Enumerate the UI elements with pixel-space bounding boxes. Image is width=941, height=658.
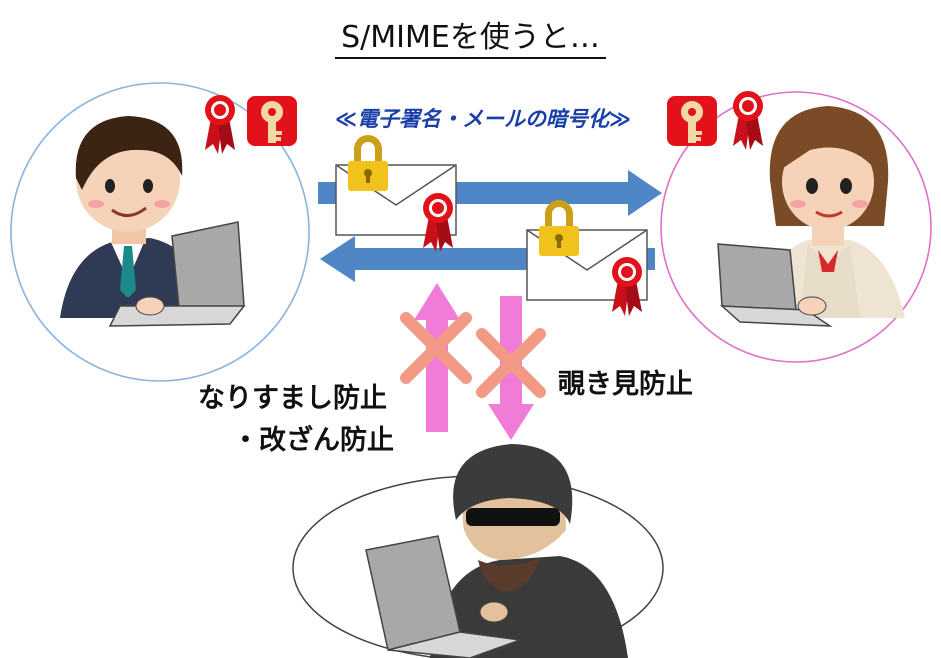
encrypted-mail-envelope-top: [335, 134, 457, 252]
title-text: S/MIMEを使うと…: [335, 20, 606, 59]
snooping-prevention-label: 覗き見防止: [558, 369, 693, 400]
certificate-ribbon-icon: [733, 91, 763, 150]
spoofing-prevention-label: なりすまし防止: [198, 383, 387, 414]
page-title: S/MIMEを使うと…: [0, 12, 941, 59]
banner-label: ≪電子署名・メールの暗号化≫: [335, 107, 631, 131]
receiver-circle: [660, 91, 932, 363]
key-icon: [247, 96, 297, 146]
sender-circle: [10, 82, 310, 382]
encrypted-mail-envelope-bottom: [526, 199, 648, 316]
receiver-woman-illustration: [760, 106, 905, 318]
tampering-prevention-label: ・改ざん防止: [232, 425, 394, 456]
reply-arrow: [320, 236, 655, 282]
attacker-illustration: [430, 444, 628, 658]
receiver-laptop: [717, 243, 833, 327]
key-icon: [667, 96, 717, 146]
sender-laptop: [108, 221, 246, 327]
blocked-cross-icon: [400, 312, 472, 384]
send-arrow: [318, 170, 662, 216]
spoofing-attack-arrow: [414, 283, 460, 432]
attacker-laptop: [365, 535, 521, 658]
blocked-cross-icon: [476, 328, 546, 398]
certificate-ribbon-icon: [205, 95, 235, 154]
sender-man-illustration: [60, 116, 215, 318]
